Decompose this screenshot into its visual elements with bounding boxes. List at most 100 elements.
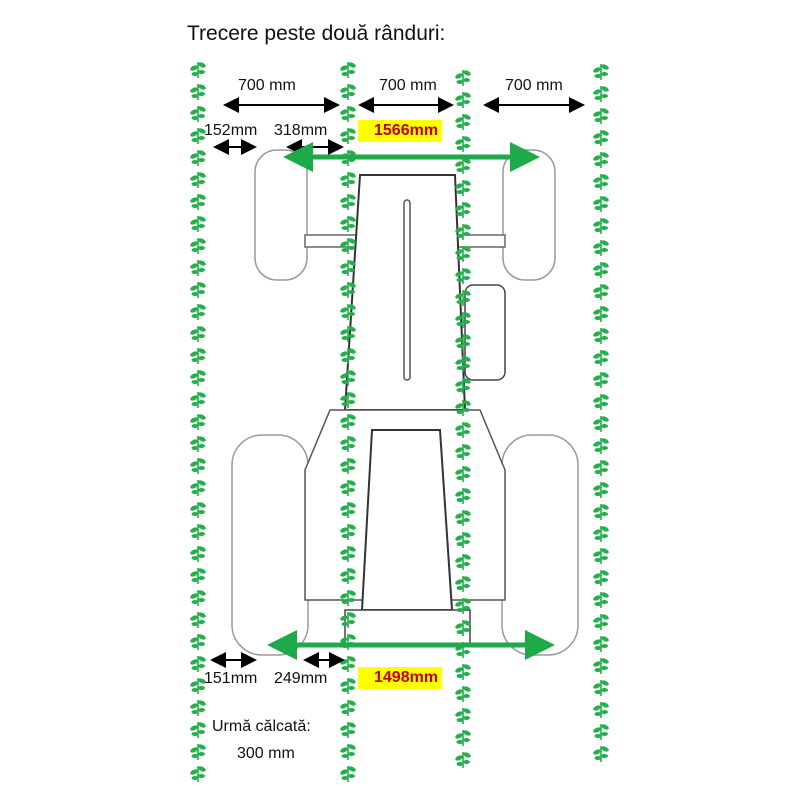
plant-icon <box>455 202 471 218</box>
plant-icon <box>190 326 206 342</box>
plant-icon <box>190 656 206 672</box>
plant-icon <box>455 356 471 372</box>
plant-icon <box>340 700 356 716</box>
plant-icon <box>593 218 609 234</box>
plant-icon <box>190 546 206 562</box>
plant-icon <box>455 708 471 724</box>
plant-icon <box>340 370 356 386</box>
plant-icon <box>455 224 471 240</box>
plant-icon <box>190 590 206 606</box>
plant-icon <box>340 106 356 122</box>
plant-icon <box>340 260 356 276</box>
plant-icon <box>593 592 609 608</box>
plant-icon <box>190 436 206 452</box>
plant-icon <box>593 614 609 630</box>
track-arrows <box>267 142 555 660</box>
tractor <box>231 149 579 656</box>
plant-icon <box>455 158 471 174</box>
plant-icon <box>190 194 206 210</box>
plant-icon <box>593 64 609 80</box>
plant-icon <box>190 634 206 650</box>
rear-hitch <box>344 609 471 646</box>
plant-icon <box>190 238 206 254</box>
diagram-title: Trecere peste două rânduri: <box>187 22 446 45</box>
plant-icon <box>593 174 609 190</box>
plant-icon <box>340 326 356 342</box>
plant-icon <box>340 524 356 540</box>
plant-icon <box>593 262 609 278</box>
plant-icon <box>593 658 609 674</box>
plant-icon <box>455 246 471 262</box>
plant-icon <box>340 546 356 562</box>
plant-icon <box>455 532 471 548</box>
front-right-tire <box>502 149 556 281</box>
plant-icon <box>340 766 356 782</box>
plant-icon <box>340 128 356 144</box>
plant-icon <box>593 526 609 542</box>
plant-icon <box>340 722 356 738</box>
plant-icon <box>593 438 609 454</box>
plant-icon <box>593 460 609 476</box>
row-spacing-1: 700 mm <box>238 77 296 94</box>
plant-icon <box>190 260 206 276</box>
plant-icon <box>340 194 356 210</box>
plant-icon <box>190 304 206 320</box>
plant-icon <box>340 612 356 628</box>
plant-icon <box>593 328 609 344</box>
plant-icon <box>190 678 206 694</box>
plant-icon <box>455 598 471 614</box>
plant-icon <box>593 504 609 520</box>
plant-icon <box>593 306 609 322</box>
plant-icon <box>340 744 356 760</box>
plant-icon <box>340 568 356 584</box>
plant-icon <box>593 636 609 652</box>
plant-icon <box>340 678 356 694</box>
plant-icon <box>593 548 609 564</box>
plant-icon <box>455 400 471 416</box>
plant-icon <box>190 480 206 496</box>
plant-icon <box>340 502 356 518</box>
plant-icon <box>190 414 206 430</box>
plant-icon <box>455 444 471 460</box>
plant-icon <box>593 394 609 410</box>
rear-right-tire <box>501 434 579 656</box>
plant-icon <box>340 436 356 452</box>
plant-icon <box>455 136 471 152</box>
rear-track-width: 1498mm <box>358 667 443 689</box>
plant-icon <box>455 334 471 350</box>
plant-icon <box>593 724 609 740</box>
plant-icon <box>190 150 206 166</box>
plant-icon <box>340 590 356 606</box>
plant-icon <box>190 172 206 188</box>
plant-icon <box>593 702 609 718</box>
plant-icon <box>593 284 609 300</box>
plant-icon <box>455 510 471 526</box>
plant-icon <box>455 752 471 768</box>
plant-icon <box>593 570 609 586</box>
plant-icon <box>190 348 206 364</box>
cab-roof <box>360 429 454 611</box>
plant-icon <box>593 350 609 366</box>
plant-rows <box>190 62 609 782</box>
plant-icon <box>455 576 471 592</box>
plant-icon <box>593 108 609 124</box>
plant-icon <box>593 196 609 212</box>
hood-slot <box>403 199 411 381</box>
plant-icon <box>455 488 471 504</box>
plant-icon <box>190 392 206 408</box>
plant-icon <box>455 180 471 196</box>
plant-icon <box>593 746 609 762</box>
plant-icon <box>190 62 206 78</box>
front-offset-b: 318mm <box>274 122 328 139</box>
rear-offset-a: 151mm <box>204 670 258 687</box>
plant-icon <box>340 282 356 298</box>
plant-icon <box>340 238 356 254</box>
plant-icon <box>340 458 356 474</box>
plant-icon <box>455 290 471 306</box>
plant-icon <box>190 612 206 628</box>
plant-icon <box>455 70 471 86</box>
plant-icon <box>455 92 471 108</box>
row-spacing-2: 700 mm <box>379 77 437 94</box>
